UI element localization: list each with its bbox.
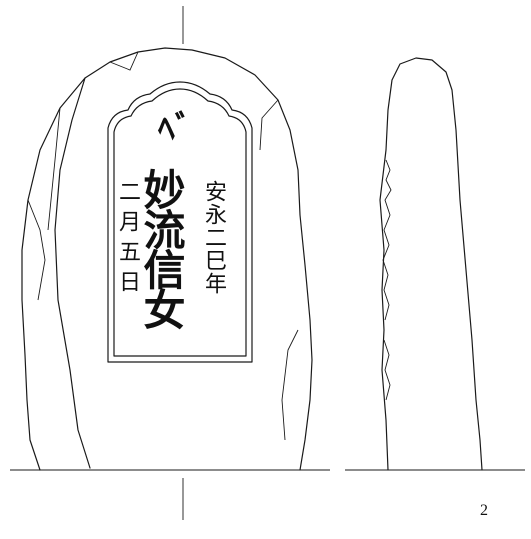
- stone-front-outline: [21, 47, 313, 471]
- stone-facet-right: [259, 99, 279, 151]
- figure-number: 2: [480, 502, 488, 519]
- bonji-seed-syllable: ﾍﾞ: [158, 109, 192, 149]
- panel-inner: [113, 88, 247, 357]
- panel-outer: [107, 81, 253, 363]
- main-inscription: 妙流信女: [137, 168, 186, 328]
- stone-side-outline: [379, 57, 483, 471]
- stone-facet-top: [109, 51, 139, 71]
- stone-facet-left: [54, 77, 91, 469]
- side-rough-edge-lower: [383, 339, 391, 401]
- stone-facet-left-inner: [47, 107, 61, 231]
- stone-facet-right-lower: [281, 329, 299, 441]
- stone-chip-left: [27, 199, 46, 301]
- date-inscription-right: 安永二巳年: [201, 180, 226, 295]
- date-inscription-left: 二月五日: [115, 180, 140, 300]
- side-rough-edge: [382, 159, 392, 321]
